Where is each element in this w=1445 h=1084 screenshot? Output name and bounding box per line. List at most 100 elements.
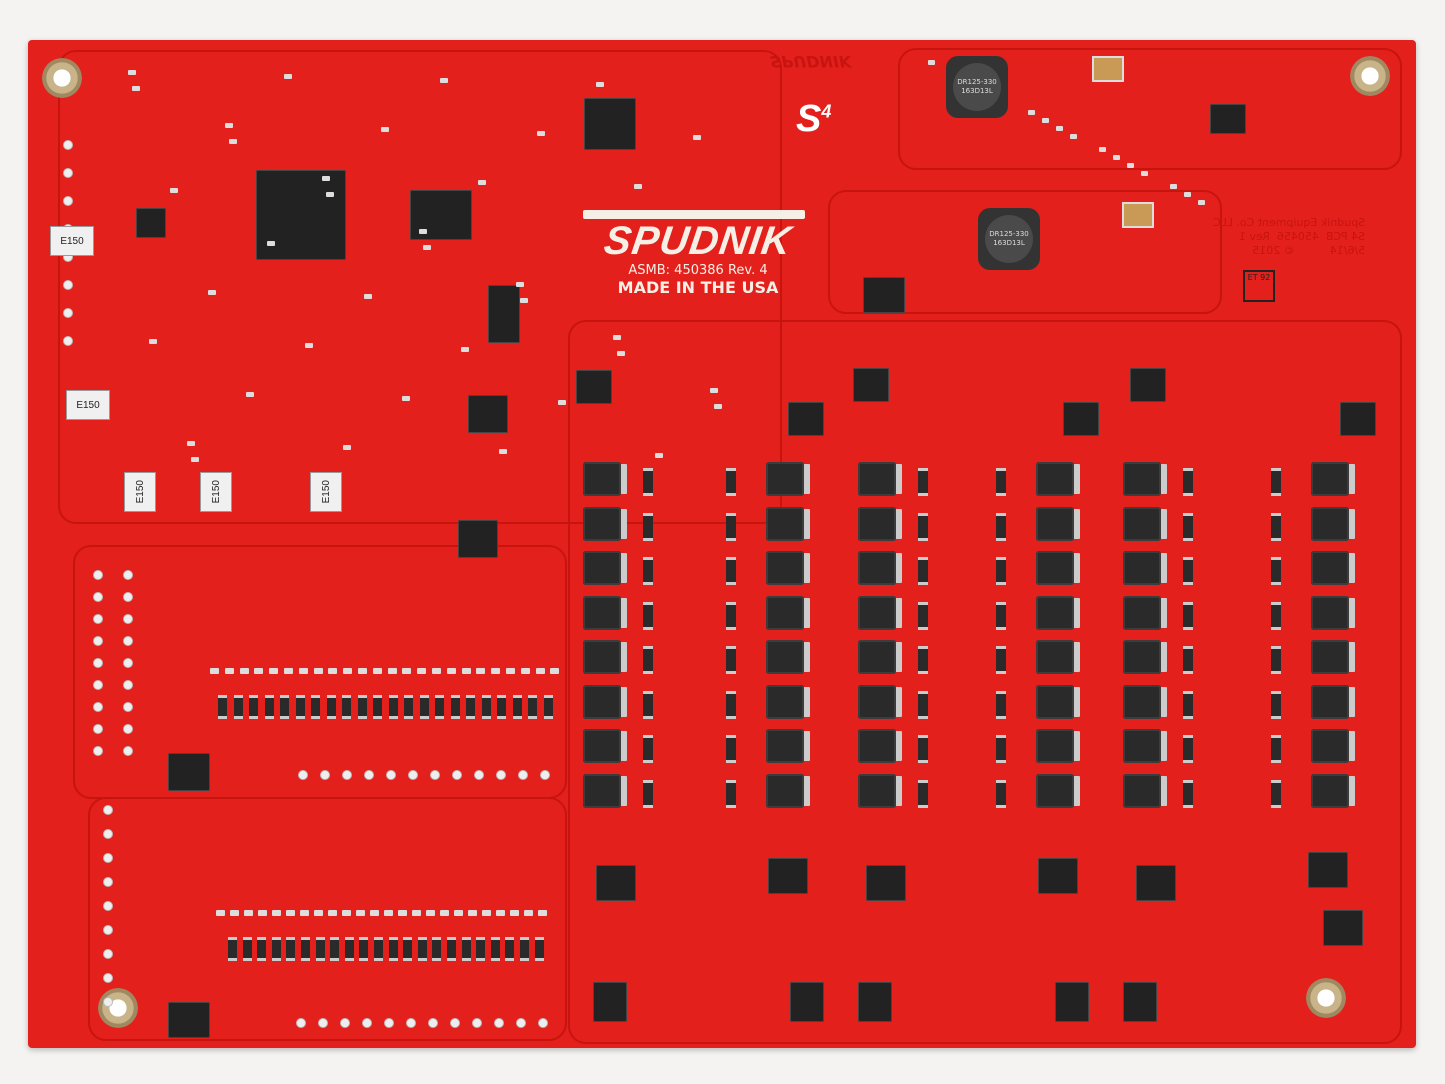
smd-pad bbox=[1042, 118, 1049, 123]
diode bbox=[918, 646, 928, 674]
mosfet bbox=[766, 684, 804, 719]
ic-u14 bbox=[136, 208, 166, 238]
sot-diode bbox=[374, 937, 383, 961]
diode bbox=[726, 735, 736, 763]
via bbox=[538, 1018, 548, 1028]
diode bbox=[918, 690, 928, 719]
smd-pad bbox=[305, 343, 313, 348]
regulator-u24 bbox=[458, 520, 498, 558]
transistor bbox=[596, 865, 636, 901]
resistor bbox=[372, 668, 382, 674]
diode bbox=[726, 512, 736, 541]
diode bbox=[726, 779, 736, 808]
mosfet-dpak bbox=[593, 982, 627, 1022]
via bbox=[518, 770, 528, 780]
diode bbox=[1271, 646, 1281, 674]
sot-diode bbox=[403, 937, 413, 961]
via bbox=[103, 877, 113, 887]
resistor bbox=[358, 668, 367, 674]
via bbox=[103, 853, 113, 863]
diode bbox=[996, 557, 1006, 585]
resistor bbox=[412, 910, 421, 916]
via bbox=[63, 280, 73, 290]
mosfet bbox=[1123, 729, 1161, 763]
resistor bbox=[216, 910, 225, 916]
diode bbox=[726, 690, 736, 719]
via bbox=[428, 1018, 438, 1028]
mosfet bbox=[583, 595, 621, 630]
mosfet bbox=[1036, 684, 1074, 719]
diode bbox=[1183, 557, 1193, 585]
resistor bbox=[298, 668, 308, 674]
diode bbox=[918, 468, 928, 496]
via bbox=[472, 1018, 482, 1028]
smd-pad bbox=[634, 184, 642, 189]
mirrored-silkscreen-text: Spudnik Equipment Co. LLC S4 PCB 450456 … bbox=[1213, 216, 1366, 257]
mosfet bbox=[1311, 462, 1349, 496]
diode bbox=[996, 512, 1006, 541]
smd-pad bbox=[322, 176, 330, 181]
smd-pad bbox=[187, 441, 195, 446]
inductor-marking: DR125-330 163D13L bbox=[953, 63, 1001, 111]
diode bbox=[643, 735, 653, 763]
via bbox=[123, 658, 133, 668]
diode bbox=[1271, 512, 1281, 541]
sot-diode bbox=[242, 937, 252, 961]
mosfet bbox=[1123, 773, 1161, 808]
sot-diode bbox=[315, 937, 325, 961]
diode bbox=[1183, 690, 1193, 719]
smd-pad bbox=[381, 127, 389, 132]
fuse: E150 bbox=[124, 472, 156, 512]
smd-pad bbox=[928, 60, 935, 65]
mosfet bbox=[1036, 551, 1074, 585]
sot-diode bbox=[447, 937, 456, 961]
smd-pad bbox=[229, 139, 237, 144]
resistor bbox=[356, 910, 365, 916]
via bbox=[340, 1018, 350, 1028]
sot-diode bbox=[490, 937, 500, 961]
via bbox=[93, 658, 103, 668]
smd-pad bbox=[1099, 147, 1106, 152]
via bbox=[123, 570, 133, 580]
mosfet bbox=[858, 684, 896, 719]
mosfet bbox=[1036, 640, 1074, 674]
resistor bbox=[417, 668, 427, 674]
diode bbox=[1183, 735, 1193, 763]
smd-pad bbox=[537, 131, 545, 136]
mosfet bbox=[766, 729, 804, 763]
brand-name: SPUDNIK bbox=[601, 219, 795, 263]
diode bbox=[1183, 779, 1193, 808]
resistor bbox=[269, 668, 279, 674]
sot-diode bbox=[543, 695, 553, 719]
smd-pad bbox=[208, 290, 216, 295]
tantalum-capacitor bbox=[1092, 56, 1124, 82]
via bbox=[63, 336, 73, 346]
sot-diode bbox=[512, 695, 522, 719]
diode bbox=[726, 468, 736, 496]
via bbox=[93, 746, 103, 756]
inductor-l44: DR125-330 163D13L bbox=[946, 56, 1008, 118]
resistor bbox=[224, 668, 234, 674]
mosfet bbox=[1036, 729, 1074, 763]
mosfet bbox=[1311, 595, 1349, 630]
sot-diode bbox=[481, 695, 491, 719]
smd-pad bbox=[402, 396, 410, 401]
mosfet bbox=[1123, 684, 1161, 719]
diode bbox=[918, 557, 928, 585]
via bbox=[296, 1018, 306, 1028]
mosfet bbox=[1311, 773, 1349, 808]
via bbox=[63, 168, 73, 178]
driver-ic bbox=[1340, 402, 1376, 436]
via bbox=[123, 636, 133, 646]
smd-pad bbox=[1184, 192, 1191, 197]
mosfet bbox=[1036, 773, 1074, 808]
resistor bbox=[440, 910, 449, 916]
smd-pad bbox=[364, 294, 372, 299]
fuse-marking: E150 bbox=[76, 399, 100, 411]
sot-diode bbox=[450, 695, 460, 719]
diode bbox=[1271, 779, 1281, 808]
driver-ic bbox=[1130, 368, 1166, 402]
smd-pad bbox=[284, 74, 292, 79]
mosfet bbox=[858, 729, 896, 763]
resistor bbox=[342, 910, 351, 916]
